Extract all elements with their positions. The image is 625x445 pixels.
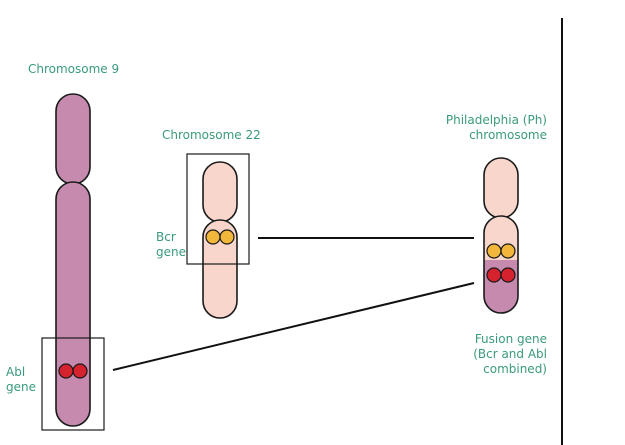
philadelphia-fused-segment — [484, 260, 518, 313]
fusion-gene-label-line1: Fusion gene — [474, 332, 547, 346]
philadelphia-short-arm — [483, 157, 519, 219]
abl-gene-label-line1: Abl — [6, 365, 26, 379]
bcr-gene-label: Bcr gene — [156, 230, 186, 260]
bcr-gene-label-line2: gene — [156, 245, 186, 259]
philadelphia-label-line1: Philadelphia (Ph) — [445, 113, 547, 127]
chromosome-22-long-arm — [202, 219, 238, 319]
chromosome-22-short-arm — [202, 161, 238, 223]
philadelphia-chromosome — [483, 157, 519, 314]
philadelphia-label-line2: chromosome — [469, 128, 547, 142]
abl-connector-line — [112, 282, 475, 371]
abl-gene-label-line2: gene — [6, 380, 36, 394]
abl-highlight-box — [41, 337, 105, 431]
abl-gene-label: Abl gene — [6, 365, 36, 395]
fusion-gene-label-line3: combined) — [483, 362, 547, 376]
chromosome-9-short-arm — [55, 93, 91, 185]
fusion-bcr-gene-icon — [486, 243, 516, 259]
chromosome-22 — [202, 161, 238, 319]
fusion-gene-label-line2: (Bcr and Abl — [473, 347, 547, 361]
abl-gene-icon — [58, 363, 88, 379]
chromosome-22-label: Chromosome 22 — [162, 128, 261, 142]
philadelphia-label: Philadelphia (Ph) chromosome — [436, 113, 547, 143]
bcr-gene-icon — [205, 229, 235, 245]
bcr-highlight-box — [186, 153, 250, 265]
chromosome-9-long-arm — [55, 181, 91, 427]
chromosome-9-label: Chromosome 9 — [28, 62, 120, 76]
fusion-abl-gene-icon — [486, 267, 516, 283]
fusion-gene-label: Fusion gene (Bcr and Abl combined) — [452, 332, 547, 377]
bcr-gene-label-line1: Bcr — [156, 230, 176, 244]
